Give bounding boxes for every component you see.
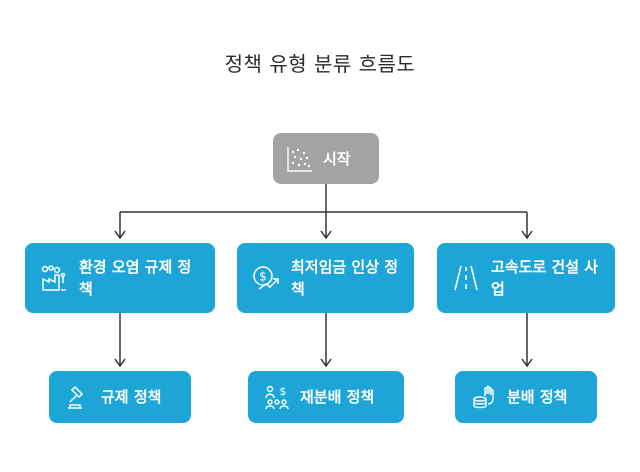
node-minimum-wage: $ 최저임금 인상 정책 <box>237 243 414 313</box>
hand-coins-icon <box>471 384 497 410</box>
gavel-icon <box>65 384 91 410</box>
node-environment-regulation: 환경 오염 규제 정책 <box>25 243 215 313</box>
diagram-title: 정책 유형 분류 흐름도 <box>224 52 416 76</box>
arrowhead <box>521 230 533 240</box>
node-distribution: 분배 정책 <box>455 371 597 423</box>
arrowhead <box>114 230 126 240</box>
node-regulation: 규제 정책 <box>49 371 191 423</box>
people-money-icon: $ <box>264 384 290 410</box>
node-redistribution-label: 재분배 정책 <box>300 388 375 406</box>
node-start-label: 시작 <box>323 149 351 168</box>
money-growth-icon: $ <box>251 263 281 293</box>
arrowhead <box>114 358 126 368</box>
node-redistribution: $ 재분배 정책 <box>248 371 404 423</box>
arrowhead <box>521 358 533 368</box>
scatter-chart-icon <box>285 144 315 174</box>
node-start: 시작 <box>273 133 379 184</box>
svg-text:$: $ <box>280 385 287 398</box>
node-regulation-label: 규제 정책 <box>101 388 162 406</box>
node-minimum-wage-label: 최저임금 인상 정책 <box>291 258 399 298</box>
svg-text:$: $ <box>259 270 267 284</box>
node-environment-label: 환경 오염 규제 정책 <box>79 258 192 298</box>
node-highway-label: 고속도로 건설 사업 <box>491 258 599 298</box>
arrowhead <box>320 358 332 368</box>
node-distribution-label: 분배 정책 <box>507 388 568 406</box>
arrowhead <box>320 230 332 240</box>
factory-pollution-icon <box>39 263 69 293</box>
node-highway: 고속도로 건설 사업 <box>437 243 615 313</box>
road-icon <box>451 263 481 293</box>
